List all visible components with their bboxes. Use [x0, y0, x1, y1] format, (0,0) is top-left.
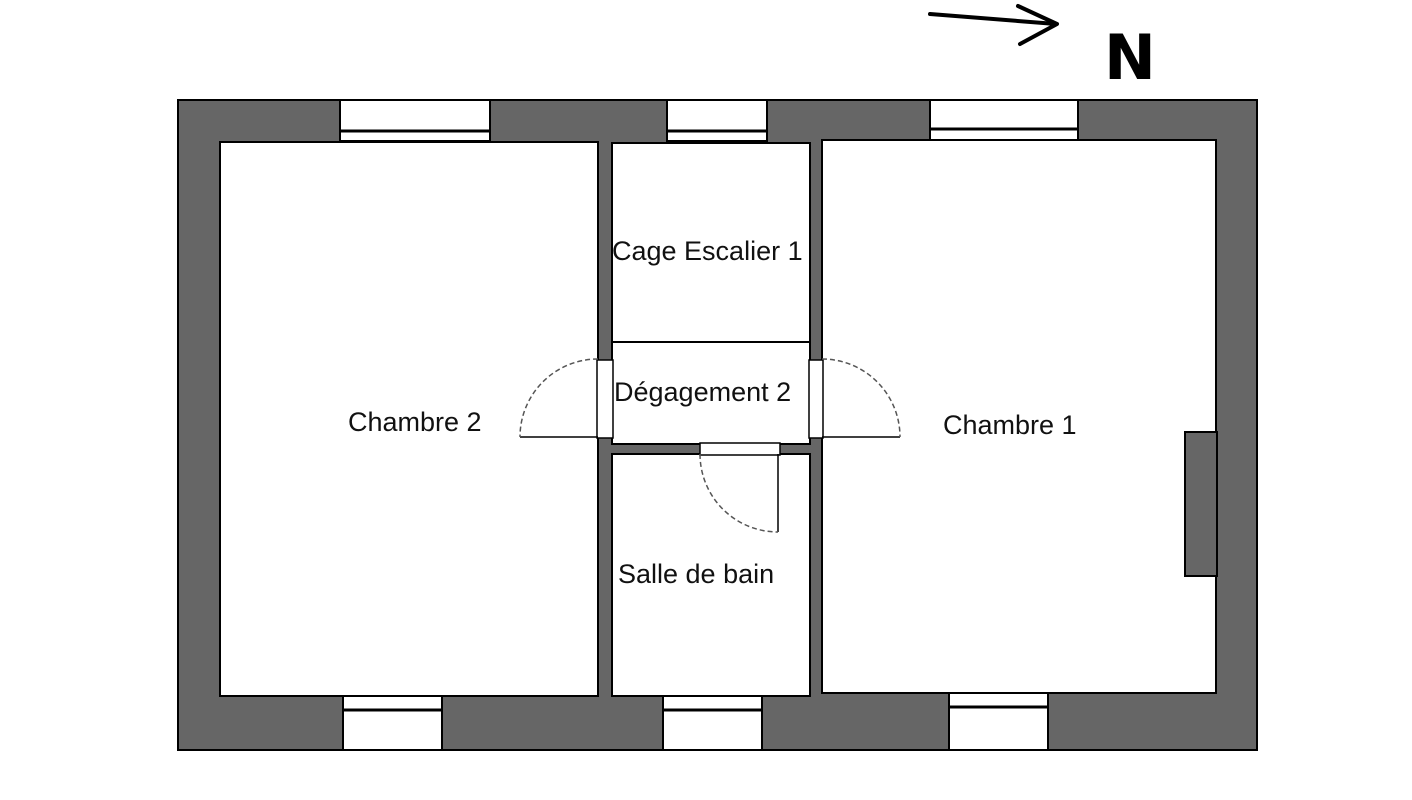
door-opening-left	[596, 359, 614, 439]
label-chambre-2: Chambre 2	[348, 407, 482, 437]
door-chambre-1	[821, 358, 901, 438]
room-chambre-1	[821, 139, 1217, 694]
wall-niche-inner	[1184, 431, 1218, 577]
north-arrow-icon	[928, 4, 1059, 46]
window-bottom-left	[342, 695, 443, 751]
window-top-right	[929, 99, 1079, 141]
window-top-center	[666, 99, 768, 142]
label-cage-escalier: Cage Escalier 1	[612, 236, 803, 266]
door-opening-right	[808, 359, 824, 439]
label-salle-de-bain: Salle de bain	[618, 559, 774, 589]
window-top-left	[339, 99, 491, 142]
room-cage-escalier	[611, 142, 811, 343]
window-bottom-right	[948, 692, 1049, 751]
door-opening-bath	[699, 442, 781, 456]
label-chambre-1: Chambre 1	[943, 410, 1077, 440]
label-degagement: Dégagement 2	[614, 377, 791, 407]
north-label: N	[1104, 21, 1156, 94]
window-bottom-center	[662, 695, 763, 751]
door-salle-de-bain	[699, 453, 779, 533]
door-chambre-2	[519, 358, 599, 438]
